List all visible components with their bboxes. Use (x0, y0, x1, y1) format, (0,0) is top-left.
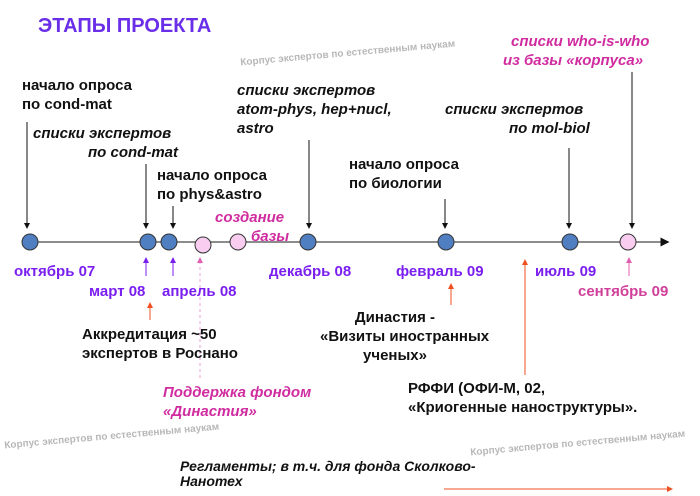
text-line: по phys&astro (157, 186, 262, 203)
text-line: начало опроса (22, 77, 132, 94)
text-line: astro (237, 120, 274, 137)
text-line: «Криогенные наноструктуры». (408, 399, 638, 416)
text-line: РФФИ (ОФИ-М, 02, (408, 380, 546, 397)
milestone-node (299, 233, 317, 251)
milestone-node-pink (619, 233, 637, 251)
label-regulations: Регламенты; в т.ч. для фонда Сколково- Н… (180, 459, 476, 489)
text-line: списки who-is-who (511, 33, 650, 50)
label-survey-bio: начало опроса по биологии (349, 155, 459, 193)
label-dynasty-support: Поддержка фондом «Династия» (163, 383, 311, 421)
milestone-node (21, 233, 39, 251)
label-accreditation: Аккредитация ~50 экспертов в Роснано (82, 325, 238, 363)
text-line: Нанотех (180, 473, 243, 489)
text-line: начало опроса (349, 156, 459, 173)
month-dec08: декабрь 08 (269, 263, 352, 280)
milestone-node (139, 233, 157, 251)
text-line: Династия - (354, 309, 436, 326)
text-line: базы (251, 228, 290, 245)
label-lists-molbiol: списки экспертов по mol-biol (445, 100, 590, 138)
text-line: atom-phys, hep+nucl, (237, 101, 392, 118)
label-db-creation: создание базы (215, 208, 289, 246)
text-line: по cond-mat (88, 144, 178, 161)
milestone-node (561, 233, 579, 251)
text-line: создание (215, 209, 285, 226)
label-lists-atom: списки экспертов atom-phys, hep+nucl, as… (237, 81, 392, 138)
label-survey-condmat: начало опроса по cond-mat (22, 76, 132, 114)
text-line: начало опроса (157, 167, 267, 184)
label-lists-whoiswho: списки who-is-who из базы «корпуса» (503, 32, 649, 70)
month-feb09: февраль 09 (396, 263, 484, 280)
label-lists-condmat: списки экспертов по cond-mat (33, 124, 178, 162)
milestone-node (437, 233, 455, 251)
text-line: по cond-mat (22, 96, 112, 113)
text-line: Поддержка фондом (163, 384, 312, 401)
text-line: Аккредитация ~50 (82, 326, 217, 343)
label-survey-physastro: начало опроса по phys&astro (157, 166, 267, 204)
text-line: по mol-biol (509, 120, 590, 137)
text-line: списки экспертов (445, 101, 584, 118)
text-line: списки экспертов (33, 125, 172, 142)
milestone-node-pink (194, 236, 212, 254)
month-jul09: июль 09 (535, 263, 597, 280)
text-line: «Визиты иностранных (320, 328, 490, 345)
label-rffi: РФФИ (ОФИ-М, 02, «Криогенные нанострукту… (408, 379, 637, 417)
text-line: «Династия» (163, 403, 257, 420)
text-line: из базы «корпуса» (503, 52, 644, 69)
text-line: списки экспертов (237, 82, 376, 99)
milestone-node (160, 233, 178, 251)
month-mar08: март 08 (89, 283, 146, 300)
milestone-node-pink (229, 233, 247, 251)
text-line: Регламенты; в т.ч. для фонда Сколково- (180, 458, 476, 474)
label-dynasty-visits: Династия - «Визиты иностранных ученых» (320, 308, 490, 365)
text-line: по биологии (349, 175, 442, 192)
text-line: экспертов в Роснано (82, 345, 238, 362)
page-title: ЭТАПЫ ПРОЕКТА (38, 15, 212, 37)
month-oct07: октябрь 07 (14, 263, 96, 280)
text-line: ученых» (363, 347, 427, 364)
month-apr08: апрель 08 (162, 283, 237, 300)
month-sep09: сентябрь 09 (578, 283, 669, 300)
